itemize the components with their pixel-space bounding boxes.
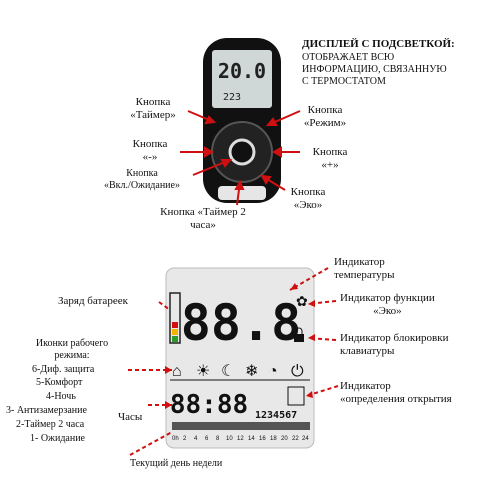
minus-button-label: Кнопка«-»	[132, 138, 168, 163]
lcd-panel	[165, 267, 315, 449]
plus-button-label: Кнопка«+»	[312, 146, 348, 171]
svg-text:10: 10	[226, 436, 233, 442]
mode-5-label: 5-Комфорт	[36, 377, 83, 388]
svg-text:14: 14	[248, 436, 255, 442]
device-screen	[212, 50, 272, 108]
mode-icon-home: ⌂	[172, 363, 182, 380]
hour-bars	[172, 422, 310, 430]
svg-text:20: 20	[281, 436, 288, 442]
mode-2-label: 2-Таймер 2 часа	[16, 419, 85, 430]
lcd-temperature: 88.8	[181, 294, 301, 352]
mode-icon-moon: ☾	[221, 363, 235, 380]
mode-icon-power: ⏻	[291, 363, 304, 380]
display-desc-2: ИНФОРМАЦИЮ, СВЯЗАННУЮ	[302, 64, 447, 75]
onoff-button-label: Кнопка«Вкл./Ожидание»	[104, 168, 180, 191]
lock-icon	[294, 334, 304, 342]
window-open-icon	[287, 386, 305, 406]
display-desc-1: ОТОБРАЖАЕТ ВСЮ	[302, 52, 395, 63]
svg-text:18: 18	[270, 436, 277, 442]
hour-labels: 0h 2 4 6 8 10 12 14 16 18 20 22 24	[172, 436, 309, 442]
svg-text:6: 6	[205, 436, 209, 442]
svg-text:0h: 0h	[172, 436, 179, 442]
svg-text:16: 16	[259, 436, 266, 442]
lcd-clock: 88:88	[170, 390, 248, 420]
clock-label: Часы	[118, 411, 143, 423]
battery-label: Заряд батареек	[58, 295, 128, 307]
mode-3-label: 3- Антизамерзание	[6, 405, 87, 416]
eco-button-label: Кнопка«Эко»	[290, 186, 326, 211]
mode-icon-timer: ◔	[268, 363, 278, 380]
svg-text:4: 4	[194, 436, 198, 442]
power-button	[228, 138, 256, 166]
svg-text:24: 24	[302, 436, 309, 442]
mode-icon-snow: ❄	[245, 363, 258, 380]
svg-text:2: 2	[183, 436, 187, 442]
device-screen-small: 223	[223, 92, 241, 103]
display-desc-3: С ТЕРМОСТАТОМ	[302, 76, 386, 87]
lcd-days: 1234567	[255, 410, 297, 421]
mode-1-label: 1- Ожидание	[30, 433, 85, 444]
timer-button-label: Кнопка«Таймер»	[130, 96, 176, 121]
svg-text:12: 12	[237, 436, 244, 442]
display-title: ДИСПЛЕЙ С ПОДСВЕТКОЙ:	[302, 38, 455, 50]
device-screen-big: 20.0	[218, 59, 266, 83]
device-base	[218, 186, 266, 200]
eco-fan-icon: ✿	[296, 295, 308, 310]
weekday-label: Текущий день недели	[130, 458, 223, 469]
mode-4-label: 4-Ночь	[46, 391, 76, 402]
mode-icon-sun: ☀	[196, 363, 210, 380]
svg-text:22: 22	[292, 436, 299, 442]
battery-icon	[169, 292, 181, 344]
window-indicator-label: Индикатор«определения открытия	[340, 380, 452, 405]
eco-indicator-label: Индикатор функции«Эко»	[340, 292, 435, 317]
mode-6-label: 6-Диф. защита	[32, 364, 95, 375]
svg-text:8: 8	[216, 436, 220, 442]
mode-button-label: Кнопка«Режим»	[303, 104, 347, 129]
